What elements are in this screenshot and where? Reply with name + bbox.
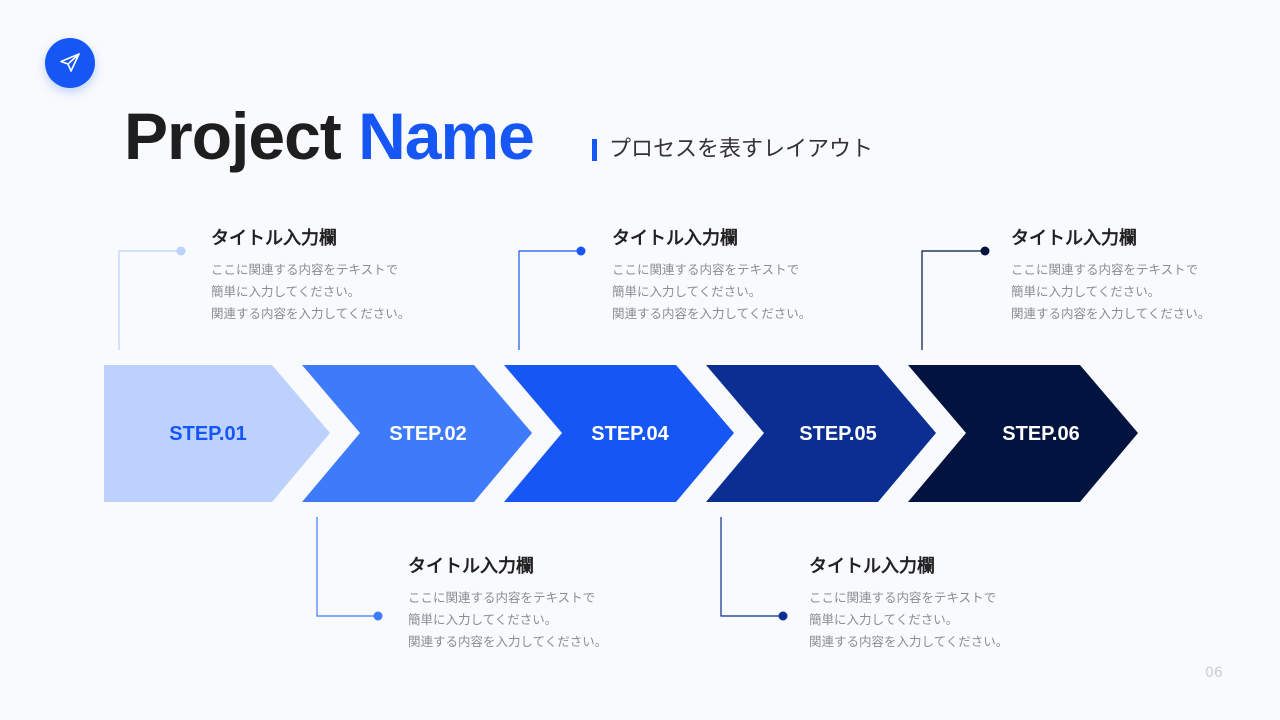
chevron-step-3 [504, 365, 734, 502]
card-description: ここに関連する内容をテキストで 簡単に入力してください。 関連する内容を入力して… [1011, 259, 1251, 325]
card-title: タイトル入力欄 [408, 556, 534, 577]
page-title: Project Name [124, 96, 535, 176]
card-line: 簡単に入力してください。 [211, 284, 361, 299]
card-line: ここに関連する内容をテキストで [211, 262, 399, 277]
card-line: 簡単に入力してください。 [809, 612, 959, 627]
step-card-2: タイトル入力欄 ここに関連する内容をテキストで 簡単に入力してください。 関連す… [408, 554, 648, 653]
title-main: Project [124, 99, 342, 173]
card-line: ここに関連する内容をテキストで [408, 590, 596, 605]
page-number: 06 [1205, 665, 1223, 681]
step-card-1: タイトル入力欄 ここに関連する内容をテキストで 簡単に入力してください。 関連す… [211, 226, 451, 325]
card-line: ここに関連する内容をテキストで [1011, 262, 1199, 277]
logo-badge [45, 38, 95, 88]
connector-3 [518, 246, 586, 350]
card-description: ここに関連する内容をテキストで 簡単に入力してください。 関連する内容を入力して… [809, 587, 1049, 653]
card-line: 簡単に入力してください。 [408, 612, 558, 627]
chevron-step-5 [908, 365, 1138, 502]
connector-2 [316, 517, 383, 621]
chevron-step-2 [302, 365, 532, 502]
step-card-5: タイトル入力欄 ここに関連する内容をテキストで 簡単に入力してください。 関連す… [1011, 226, 1251, 325]
connector-5 [921, 246, 990, 350]
card-line: 関連する内容を入力してください。 [408, 634, 608, 649]
chevron-step-1 [104, 365, 330, 502]
step-card-3: タイトル入力欄 ここに関連する内容をテキストで 簡単に入力してください。 関連す… [612, 226, 852, 325]
card-title: タイトル入力欄 [1011, 228, 1137, 249]
card-title: タイトル入力欄 [211, 228, 337, 249]
step-label-4: STEP.05 [799, 423, 876, 445]
card-line: 関連する内容を入力してください。 [809, 634, 1009, 649]
card-line: 簡単に入力してください。 [1011, 284, 1161, 299]
step-label-2: STEP.02 [389, 423, 466, 445]
card-line: ここに関連する内容をテキストで [612, 262, 800, 277]
connector-4 [720, 517, 788, 621]
card-description: ここに関連する内容をテキストで 簡単に入力してください。 関連する内容を入力して… [211, 259, 451, 325]
page-subtitle: プロセスを表すレイアウト [609, 137, 874, 162]
step-label-5: STEP.06 [1002, 423, 1079, 445]
card-line: ここに関連する内容をテキストで [809, 590, 997, 605]
card-line: 関連する内容を入力してください。 [1011, 306, 1211, 321]
subtitle-accent-bar [592, 139, 597, 161]
card-line: 関連する内容を入力してください。 [211, 306, 411, 321]
card-title: タイトル入力欄 [809, 556, 935, 577]
connector-1 [118, 246, 186, 350]
chevron-step-4 [706, 365, 936, 502]
step-label-1: STEP.01 [169, 423, 246, 445]
card-description: ここに関連する内容をテキストで 簡単に入力してください。 関連する内容を入力して… [408, 587, 648, 653]
step-label-3: STEP.04 [591, 423, 669, 445]
card-line: 関連する内容を入力してください。 [612, 306, 812, 321]
card-description: ここに関連する内容をテキストで 簡単に入力してください。 関連する内容を入力して… [612, 259, 852, 325]
card-line: 簡単に入力してください。 [612, 284, 762, 299]
card-title: タイトル入力欄 [612, 228, 738, 249]
title-accent: Name [358, 99, 535, 173]
step-card-4: タイトル入力欄 ここに関連する内容をテキストで 簡単に入力してください。 関連す… [809, 554, 1049, 653]
paper-plane-icon [60, 53, 80, 72]
